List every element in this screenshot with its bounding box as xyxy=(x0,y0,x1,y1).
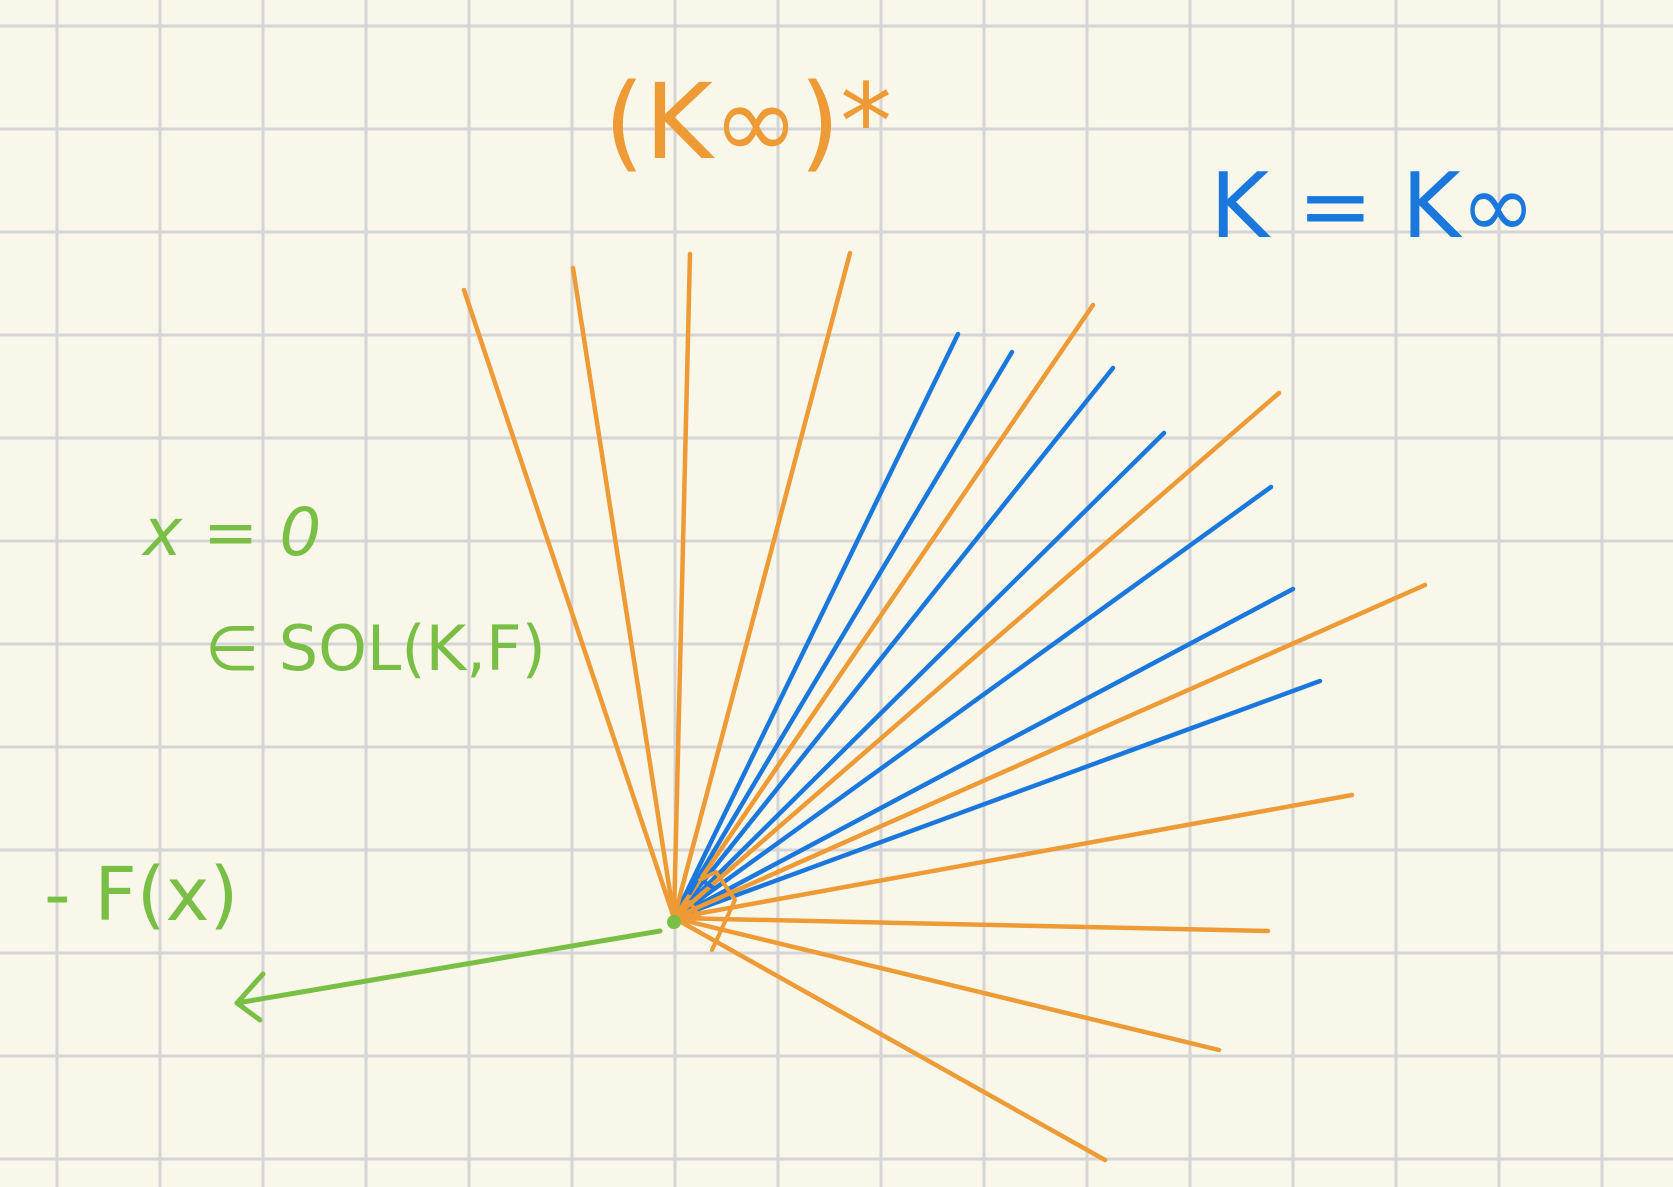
right-angle-marks xyxy=(673,870,737,952)
polar-cone-ray xyxy=(671,915,1271,934)
cone-k-ray xyxy=(671,678,1323,921)
cone-k-ray xyxy=(671,331,961,921)
polar-cone-ray xyxy=(671,390,1282,921)
cone-k-ray xyxy=(671,430,1167,921)
polar-cone-ray xyxy=(671,792,1355,921)
polar-cone-ray xyxy=(570,265,677,921)
polar-cone-ray xyxy=(671,302,1096,921)
polar-cone-ray xyxy=(671,582,1428,921)
polar-cone-rays xyxy=(461,250,1428,1163)
cone-k-ray xyxy=(671,349,1015,921)
polar-cone-ray xyxy=(671,915,1222,1053)
cone-k-ray xyxy=(671,365,1116,921)
polar-cone-ray xyxy=(671,251,693,921)
polar-cone-ray xyxy=(671,915,1108,1163)
negative-f-vector xyxy=(234,928,663,1023)
polar-cone-ray xyxy=(671,250,853,921)
solution-label-line2: ∈ SOL(K,F) xyxy=(205,612,546,685)
solution-label-line1: x = 0 xyxy=(141,494,321,571)
cone-k-ray xyxy=(671,484,1274,921)
negative-f-label: - F(x) xyxy=(44,852,238,938)
cone-equality-label: K = K∞ xyxy=(1210,154,1536,259)
origin-point xyxy=(667,915,681,929)
cone-k-ray xyxy=(671,586,1296,921)
polar-cone-label: (K∞)* xyxy=(604,61,892,183)
cone-k-rays xyxy=(671,331,1323,921)
polar-cone-ray xyxy=(461,287,677,921)
